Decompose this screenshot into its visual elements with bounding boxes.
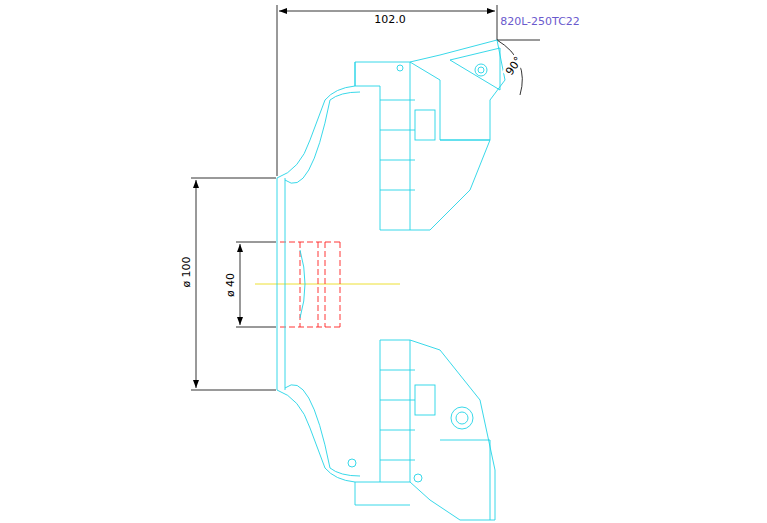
bore-hidden-lines — [280, 242, 340, 327]
dimension-text: ø 40 — [224, 271, 237, 299]
part-number: 820L-250TC22 — [498, 15, 582, 28]
dimension-lines — [191, 5, 540, 390]
dimension-text: 102.0 — [372, 13, 408, 26]
dimension-text: ø 100 — [180, 254, 193, 289]
cutter-body — [277, 40, 505, 520]
